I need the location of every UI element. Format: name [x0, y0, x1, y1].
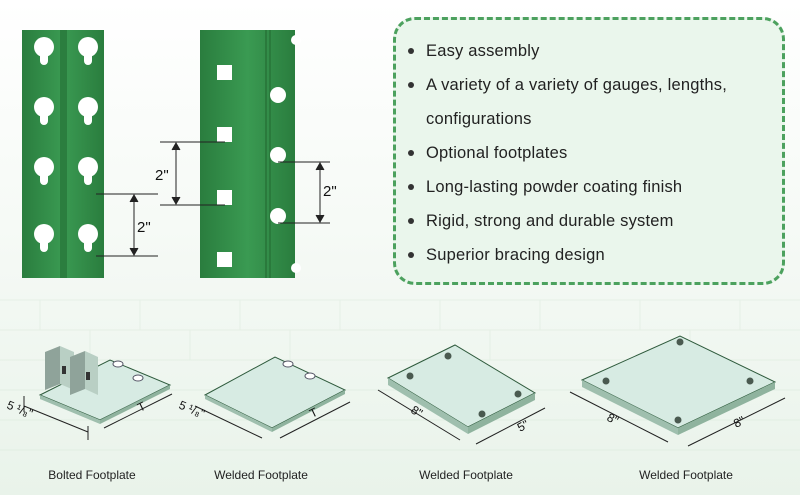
bolted-width-label: 5 ¹/₈" — [5, 398, 35, 421]
welded-small-width-label: 5 ¹/₈" — [177, 398, 207, 421]
bullet-icon — [408, 82, 414, 88]
features-list: Easy assembly A variety of a variety of … — [396, 20, 782, 272]
bullet-icon — [408, 184, 414, 190]
welded-footplate-small-drawing: 5 ¹/₈" T — [177, 356, 351, 439]
feature-item: Superior bracing design — [408, 238, 782, 272]
features-panel: Easy assembly A variety of a variety of … — [393, 17, 785, 285]
feature-text: A variety of a variety of gauges, length… — [426, 75, 727, 94]
teardrop-pitch-label: 2" — [137, 219, 151, 236]
teardrop-upright: 2" — [22, 30, 158, 278]
feature-text: configurations — [426, 109, 532, 128]
bullet-icon — [408, 252, 414, 258]
welded-8x8-width-label: 8" — [605, 410, 621, 427]
bullet-icon — [408, 150, 414, 156]
feature-text: Superior bracing design — [426, 245, 605, 264]
welded-footplate-caption: Welded Footplate — [639, 468, 733, 482]
teardrop-dimension — [96, 193, 158, 257]
welded-footplate-caption: Welded Footplate — [214, 468, 308, 482]
feature-text: Optional footplates — [426, 143, 568, 162]
square-dimension — [160, 141, 225, 206]
bolted-footplate-drawing: 5 ¹/₈" T — [5, 346, 173, 440]
feature-item: Rigid, strong and durable system — [408, 204, 782, 238]
feature-text: Easy assembly — [426, 41, 540, 60]
feature-item: Optional footplates — [408, 136, 782, 170]
round-dimension — [278, 161, 330, 224]
welded-footplate-8x5-drawing: 8" 5" — [377, 344, 546, 445]
square-holes — [217, 65, 232, 267]
edge-notches — [291, 35, 301, 273]
feature-item: Easy assembly — [408, 34, 782, 68]
welded-footplate-8x8-drawing: 8" 8" — [569, 335, 786, 447]
welded-8x8-depth-label: 8" — [731, 413, 747, 430]
feature-text: Rigid, strong and durable system — [426, 211, 674, 230]
background-texture — [0, 299, 800, 451]
square-hole-upright: 2" 2" — [155, 30, 337, 278]
feature-item-continuation: configurations — [408, 102, 782, 136]
square-pitch-label: 2" — [155, 167, 169, 184]
round-holes — [270, 87, 286, 224]
bolted-footplate-caption: Bolted Footplate — [48, 468, 136, 482]
feature-text: Long-lasting powder coating finish — [426, 177, 683, 196]
round-pitch-label: 2" — [323, 183, 337, 200]
feature-item: Long-lasting powder coating finish — [408, 170, 782, 204]
welded-footplate-caption: Welded Footplate — [419, 468, 513, 482]
teardrop-slots — [34, 37, 98, 252]
bullet-icon — [408, 48, 414, 54]
bullet-icon — [408, 218, 414, 224]
feature-item: A variety of a variety of gauges, length… — [408, 68, 782, 102]
